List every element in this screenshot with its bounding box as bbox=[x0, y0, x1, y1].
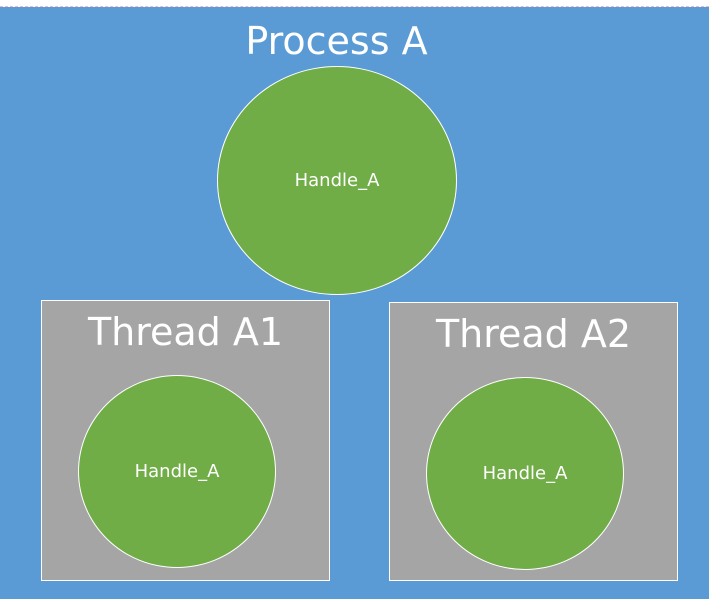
thread-a2-handle-ellipse: Handle_A bbox=[426, 377, 624, 570]
thread-a1-box: Thread A1 Handle_A bbox=[41, 300, 330, 581]
thread-a2-handle-label: Handle_A bbox=[482, 463, 568, 484]
process-handle-ellipse: Handle_A bbox=[217, 66, 457, 295]
thread-a1-handle-label: Handle_A bbox=[134, 461, 220, 482]
thread-a2-box: Thread A2 Handle_A bbox=[389, 302, 678, 581]
top-border-strip bbox=[0, 0, 709, 7]
process-handle-label: Handle_A bbox=[294, 170, 380, 191]
thread-a2-title: Thread A2 bbox=[435, 312, 632, 356]
thread-a1-title: Thread A1 bbox=[87, 310, 284, 354]
process-title: Process A bbox=[245, 19, 428, 63]
thread-a1-handle-ellipse: Handle_A bbox=[78, 375, 276, 568]
